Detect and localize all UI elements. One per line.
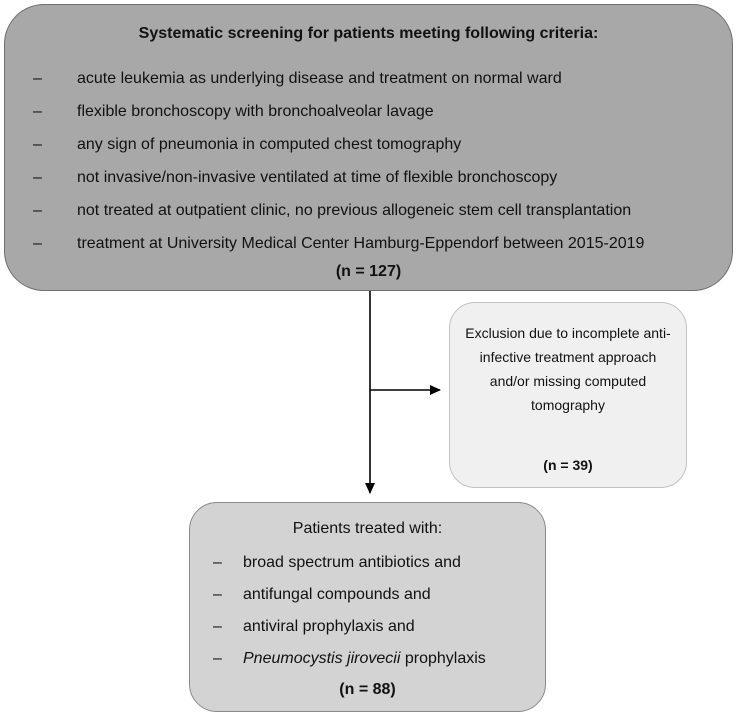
list-item: – Pneumocystis jirovecii prophylaxis <box>213 649 486 681</box>
list-item: – antiviral prophylaxis and <box>213 617 486 649</box>
exclusion-text: Exclusion due to incomplete anti-infecti… <box>465 325 671 413</box>
treated-count: (n = 88) <box>339 681 396 698</box>
list-item: – not invasive/non-invasive ventilated at… <box>33 168 644 201</box>
exclusion-count: (n = 39) <box>543 457 593 473</box>
treatment-text: antiviral prophylaxis and <box>243 618 415 635</box>
criterion-text: any sign of pneumonia in computed chest … <box>77 136 462 153</box>
bullet-dash: – <box>33 202 42 219</box>
criterion-text: treatment at University Medical Center H… <box>77 235 645 252</box>
list-item: – not treated at outpatient clinic, no pr… <box>33 201 644 234</box>
treated-patients-box: Patients treated with: – broad spectrum a… <box>189 502 546 712</box>
bullet-dash: – <box>213 554 222 571</box>
list-item: – broad spectrum antibiotics and <box>213 553 486 585</box>
criterion-text: acute leukemia as underlying disease and… <box>77 70 562 87</box>
bullet-dash: – <box>33 235 42 252</box>
criterion-text: not treated at outpatient clinic, no pre… <box>77 202 632 219</box>
treatment-list: – broad spectrum antibiotics and – antifun… <box>213 553 486 681</box>
list-item: – flexible bronchoscopy with bronchoalveo… <box>33 102 644 135</box>
bullet-dash: – <box>33 169 42 186</box>
criterion-text: flexible bronchoscopy with bronchoalveol… <box>77 103 434 120</box>
treatment-text: antifungal compounds and <box>243 586 431 603</box>
bullet-dash: – <box>213 618 222 635</box>
pathogen-name-italic: Pneumocystis jirovecii <box>243 650 401 667</box>
treatment-text: prophylaxis <box>400 650 486 667</box>
screening-criteria-list: – acute leukemia as underlying disease an… <box>33 69 644 267</box>
treatment-text: broad spectrum antibiotics and <box>243 554 461 571</box>
exclusion-box: Exclusion due to incomplete anti-infecti… <box>449 302 687 488</box>
screening-criteria-box: Systematic screening for patients meetin… <box>4 4 733 291</box>
list-item: – any sign of pneumonia in computed chest… <box>33 135 644 168</box>
bullet-dash: – <box>213 586 222 603</box>
bullet-dash: – <box>33 136 42 153</box>
list-item: – acute leukemia as underlying disease an… <box>33 69 644 102</box>
list-item: – treatment at University Medical Center … <box>33 234 644 267</box>
treated-title: Patients treated with: <box>292 520 443 537</box>
list-item: – antifungal compounds and <box>213 585 486 617</box>
bullet-dash: – <box>213 650 222 667</box>
bullet-dash: – <box>33 103 42 120</box>
criterion-text: not invasive/non-invasive ventilated at … <box>77 169 558 186</box>
screening-count: (n = 127) <box>335 263 402 280</box>
bullet-dash: – <box>33 70 42 87</box>
screening-title: Systematic screening for patients meetin… <box>138 25 599 42</box>
